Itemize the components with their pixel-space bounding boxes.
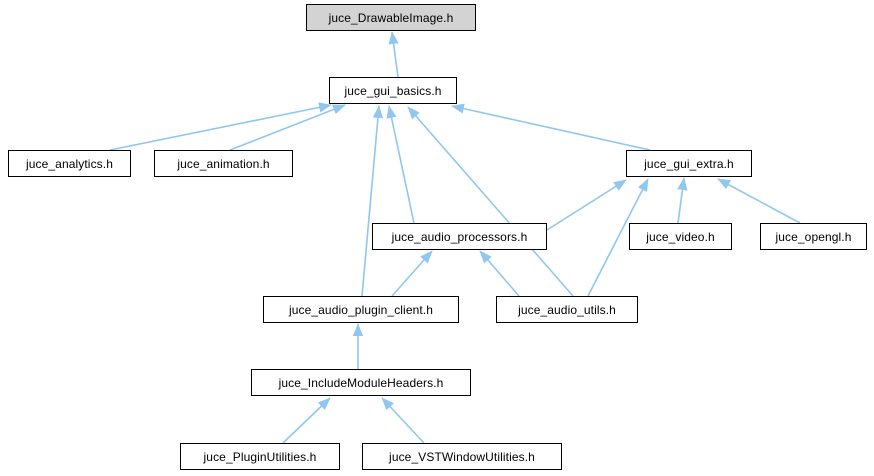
- node-audio_utils[interactable]: juce_audio_utils.h: [496, 296, 638, 323]
- node-plugin_utils[interactable]: juce_PluginUtilities.h: [180, 443, 340, 470]
- node-label: juce_VSTWindowUtilities.h: [389, 449, 535, 464]
- edge-plugin_client-to-audio_processors: [391, 250, 433, 297]
- edge-opengl-to-gui_extra: [717, 178, 801, 224]
- node-label: juce_PluginUtilities.h: [203, 449, 317, 464]
- edge-gui_extra-to-gui_basics: [451, 103, 651, 151]
- node-plugin_client[interactable]: juce_audio_plugin_client.h: [263, 296, 459, 323]
- node-label: juce_opengl.h: [775, 229, 852, 244]
- edge-audio_utils-to-audio_processors: [479, 250, 520, 297]
- node-animation[interactable]: juce_animation.h: [154, 150, 293, 177]
- node-label: juce_gui_basics.h: [344, 83, 442, 98]
- node-gui_basics[interactable]: juce_gui_basics.h: [329, 77, 457, 104]
- edge-video-to-gui_extra: [677, 177, 688, 224]
- node-gui_extra[interactable]: juce_gui_extra.h: [626, 150, 752, 177]
- node-analytics[interactable]: juce_analytics.h: [8, 150, 131, 177]
- node-include_modules[interactable]: juce_IncludeModuleHeaders.h: [251, 369, 471, 396]
- edge-gui_basics-to-drawableimage: [388, 31, 399, 78]
- edge-plugin_utils-to-include_modules: [282, 397, 331, 444]
- node-label: juce_animation.h: [177, 156, 270, 171]
- edge-audio_utils-to-gui_basics: [407, 106, 574, 297]
- edge-vst_window-to-include_modules: [381, 397, 425, 444]
- node-label: juce_analytics.h: [26, 156, 113, 171]
- node-opengl[interactable]: juce_opengl.h: [760, 223, 867, 250]
- node-label: juce_audio_utils.h: [518, 302, 616, 317]
- edge-analytics-to-gui_basics: [109, 102, 332, 151]
- node-label: juce_audio_plugin_client.h: [288, 302, 434, 317]
- node-vst_window[interactable]: juce_VSTWindowUtilities.h: [362, 443, 562, 470]
- node-label: juce_DrawableImage.h: [328, 10, 454, 25]
- edge-plugin_client-to-gui_basics: [361, 105, 384, 297]
- edge-audio_processors-to-gui_basics: [386, 105, 415, 224]
- edge-animation-to-gui_basics: [229, 104, 346, 151]
- node-label: juce_audio_processors.h: [391, 229, 528, 244]
- node-label: juce_gui_extra.h: [644, 156, 734, 171]
- node-video[interactable]: juce_video.h: [629, 223, 732, 250]
- node-audio_processors[interactable]: juce_audio_processors.h: [372, 223, 547, 250]
- node-label: juce_video.h: [646, 229, 715, 244]
- node-label: juce_IncludeModuleHeaders.h: [278, 375, 444, 390]
- edge-audio_processors-to-gui_extra: [546, 179, 627, 231]
- node-drawableimage[interactable]: juce_DrawableImage.h: [306, 4, 476, 31]
